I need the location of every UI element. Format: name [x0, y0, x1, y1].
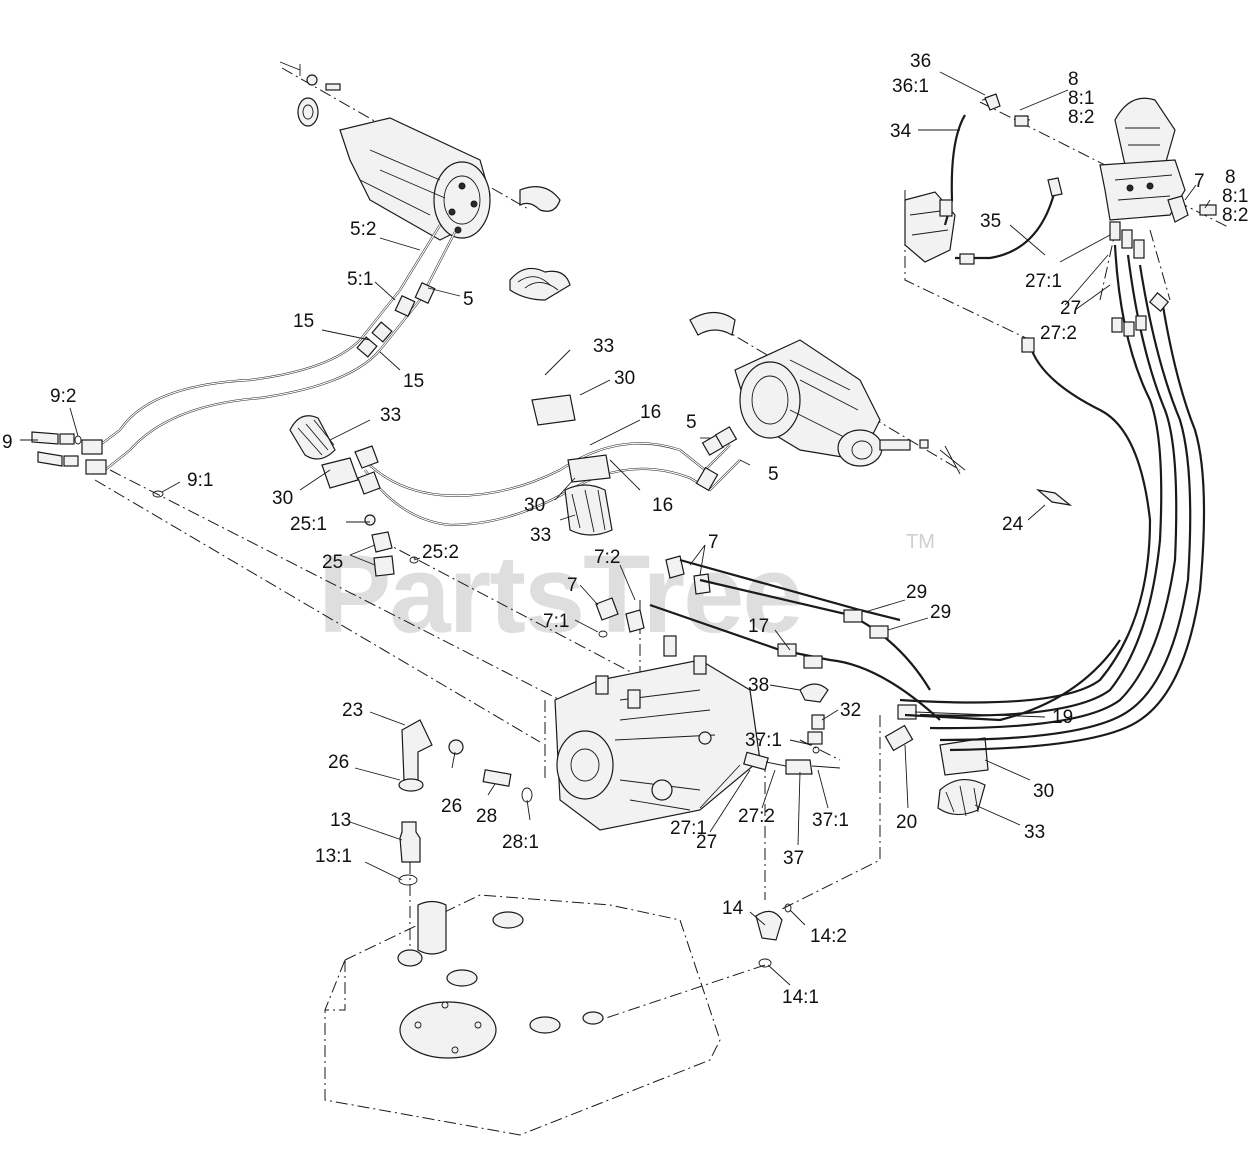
callout-13: 13 [330, 810, 351, 831]
callout-5-1: 5:1 [347, 269, 373, 290]
callout-5-2: 5:2 [350, 219, 376, 240]
reservoir-fittings [398, 719, 792, 968]
callout-28: 28 [476, 806, 497, 827]
callout-30: 30 [524, 495, 545, 516]
callout-5: 5 [686, 412, 697, 433]
watermark: PartsTree TM [318, 531, 935, 656]
callout-30: 30 [1033, 781, 1054, 802]
callout-29: 29 [906, 582, 927, 603]
watermark-tm: TM [906, 531, 935, 553]
callout-33: 33 [1024, 822, 1045, 843]
watermark-text: PartsTree [318, 533, 801, 656]
callout-5: 5 [463, 289, 474, 310]
callout-37: 37 [783, 848, 804, 869]
leader-lines [20, 71, 1211, 986]
callout-7: 7 [567, 575, 578, 596]
callout-26: 26 [441, 796, 462, 817]
callout-24: 24 [1002, 514, 1024, 535]
callout-7: 7 [1194, 171, 1205, 192]
callout-8-1: 8:1 [1222, 186, 1248, 207]
callout-27: 27 [696, 832, 717, 853]
left-wheel-motor [279, 61, 561, 241]
callout-29: 29 [930, 602, 951, 623]
callout-16: 16 [640, 402, 661, 423]
callout-32: 32 [840, 700, 861, 721]
callout-8: 8 [1225, 167, 1236, 188]
callout-7: 7 [708, 532, 719, 553]
clamps-sleeves [289, 267, 989, 817]
callout-14: 14 [722, 898, 744, 919]
callout-9-1: 9:1 [187, 470, 213, 491]
callout-37-1: 37:1 [812, 810, 849, 831]
callout-30: 30 [614, 368, 635, 389]
callout-27-2: 27:2 [1040, 323, 1077, 344]
callout-27-1: 27:1 [1025, 271, 1062, 292]
callout-26: 26 [328, 752, 349, 773]
callout-27-2: 27:2 [738, 806, 775, 827]
callout-27: 27 [1060, 298, 1081, 319]
callout-25: 25 [322, 552, 343, 573]
callout-15: 15 [293, 311, 314, 332]
callout-28-1: 28:1 [502, 832, 539, 853]
left-hoses [31, 224, 456, 498]
callout-25-2: 25:2 [422, 542, 459, 563]
callout-34: 34 [890, 121, 912, 142]
callout-labels: 36 36:1 8 8:1 8:2 34 7 8 8:1 8:2 35 27:1… [2, 51, 1248, 1008]
callout-8: 8 [1068, 69, 1079, 90]
callout-14-1: 14:1 [782, 987, 819, 1008]
callout-25-1: 25:1 [290, 514, 327, 535]
callout-8-2: 8:2 [1222, 205, 1248, 226]
callout-30: 30 [272, 488, 293, 509]
callout-16: 16 [652, 495, 673, 516]
hydraulic-tank [324, 894, 721, 1136]
callout-14-2: 14:2 [810, 926, 847, 947]
charge-fittings [743, 639, 1121, 775]
right-wheel-motor [689, 311, 966, 475]
callout-9: 9 [2, 432, 13, 453]
callout-17: 17 [748, 616, 769, 637]
callout-7-2: 7:2 [594, 547, 620, 568]
callout-13-1: 13:1 [315, 846, 352, 867]
callout-5: 5 [768, 464, 779, 485]
callout-37-1: 37:1 [745, 730, 782, 751]
callout-23: 23 [342, 700, 363, 721]
callout-7-1: 7:1 [543, 611, 569, 632]
callout-15: 15 [403, 371, 424, 392]
callout-38: 38 [748, 675, 769, 696]
callout-8-2: 8:2 [1068, 107, 1094, 128]
callout-27-1: 27:1 [670, 818, 707, 839]
callout-20: 20 [896, 812, 917, 833]
callout-33: 33 [380, 405, 401, 426]
callout-33: 33 [593, 336, 614, 357]
callout-36-1: 36:1 [892, 76, 929, 97]
callout-8-1: 8:1 [1068, 88, 1094, 109]
valve-hose-bundle [899, 244, 1206, 752]
callout-35: 35 [980, 211, 1001, 232]
callout-9-2: 9:2 [50, 386, 76, 407]
pump-fittings [595, 555, 941, 721]
control-valve [904, 93, 1217, 265]
callout-33: 33 [530, 525, 551, 546]
callout-19: 19 [1052, 707, 1073, 728]
hydrostatic-pump [554, 635, 761, 831]
callout-36: 36 [910, 51, 931, 72]
center-hoses [354, 426, 741, 577]
